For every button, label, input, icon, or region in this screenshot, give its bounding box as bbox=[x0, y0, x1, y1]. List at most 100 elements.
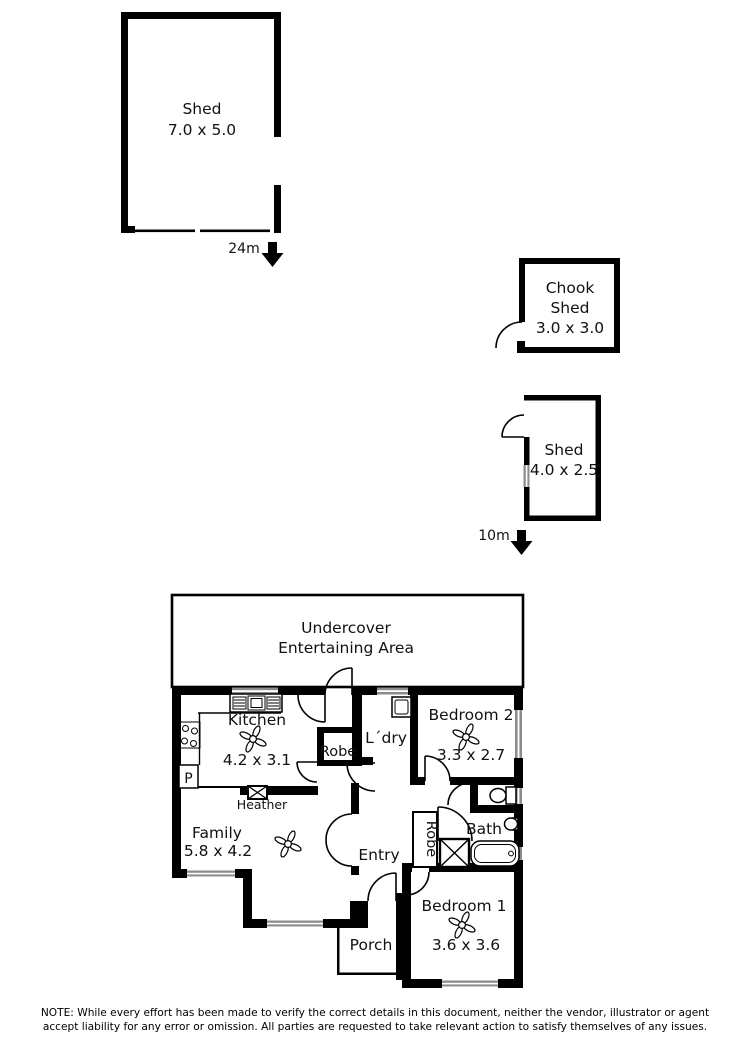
door-arc bbox=[297, 694, 326, 723]
bedroom1-label: Bedroom 1 bbox=[422, 897, 507, 915]
note-line-2: accept liability for any error or omissi… bbox=[43, 1021, 707, 1033]
bedroom1-dims: 3.6 x 3.6 bbox=[432, 936, 500, 954]
door-arc bbox=[501, 414, 525, 438]
wall bbox=[524, 437, 530, 465]
door-arc bbox=[325, 839, 353, 867]
basin-icon bbox=[503, 817, 519, 831]
wall bbox=[243, 919, 267, 928]
family-double-doors bbox=[325, 813, 353, 867]
distance-marker-24m: 24m bbox=[228, 241, 284, 267]
porch-label: Porch bbox=[350, 936, 393, 954]
bedroom1-robe-label: Robe bbox=[423, 821, 439, 857]
porch-outline bbox=[337, 928, 402, 975]
window-stripe bbox=[232, 690, 278, 692]
bath-label: Bath bbox=[466, 820, 502, 838]
wall bbox=[317, 727, 324, 766]
bedroom2-label: Bedroom 2 bbox=[429, 706, 514, 724]
wall bbox=[337, 972, 402, 975]
undercover-outline bbox=[170, 593, 525, 689]
stove-icon bbox=[229, 693, 283, 713]
distance-marker-10m: 10m bbox=[478, 528, 533, 555]
front-door bbox=[367, 872, 397, 902]
wall bbox=[514, 860, 523, 988]
ceiling-fan-icon bbox=[273, 829, 303, 859]
marker-24m-label: 24m bbox=[228, 241, 259, 257]
wc-door bbox=[447, 782, 471, 806]
bedroom2-door bbox=[424, 755, 451, 782]
door-leaf bbox=[517, 341, 525, 353]
disclaimer-note: NOTE: While every effort has been made t… bbox=[41, 1007, 709, 1033]
wall bbox=[350, 901, 368, 928]
wall bbox=[408, 687, 523, 695]
wall bbox=[274, 185, 281, 233]
counter-edge bbox=[198, 786, 240, 788]
wall bbox=[200, 229, 270, 233]
window-stripe bbox=[377, 690, 408, 692]
back-door bbox=[297, 667, 353, 723]
wall bbox=[450, 777, 523, 785]
wall bbox=[614, 258, 620, 353]
bedroom1-robe: Robe bbox=[412, 811, 439, 868]
chook-shed-dims: 3.0 x 3.0 bbox=[536, 319, 604, 337]
bathtub-icon bbox=[470, 840, 520, 867]
wall bbox=[172, 869, 187, 878]
door-arc bbox=[346, 762, 376, 792]
family-label: Family bbox=[192, 824, 242, 842]
marker-10m-label: 10m bbox=[478, 528, 509, 544]
wall bbox=[172, 687, 232, 695]
laundry-trough-icon bbox=[391, 696, 412, 718]
small-shed-label: Shed bbox=[544, 441, 583, 459]
wall bbox=[402, 863, 411, 988]
heater-label: Heather bbox=[237, 797, 288, 812]
wall bbox=[396, 893, 402, 980]
laundry-door bbox=[346, 762, 376, 792]
door-arc bbox=[325, 813, 353, 841]
wall bbox=[519, 258, 525, 322]
wall bbox=[351, 866, 359, 875]
toilet-icon bbox=[489, 786, 517, 805]
kitchen-label: Kitchen bbox=[228, 711, 286, 729]
small-shed: Shed 4.0 x 2.5 bbox=[501, 395, 601, 521]
door-arc bbox=[437, 806, 473, 842]
wall bbox=[524, 395, 601, 401]
undercover-area: Undercover Entertaining Area bbox=[170, 593, 525, 689]
wall bbox=[470, 805, 514, 813]
heater-icon bbox=[247, 785, 268, 800]
bedroom2-dims: 3.3 x 2.7 bbox=[437, 746, 505, 764]
wall bbox=[595, 395, 601, 521]
door-arc bbox=[405, 871, 430, 896]
shower-icon bbox=[438, 837, 471, 869]
door-arc bbox=[296, 761, 318, 783]
wall bbox=[402, 979, 442, 988]
undercover-label-2: Entertaining Area bbox=[278, 639, 414, 657]
laundry-label: L´dry bbox=[365, 729, 407, 747]
down-arrow-icon bbox=[510, 530, 533, 555]
wall bbox=[522, 347, 620, 353]
wall bbox=[337, 928, 340, 975]
door-arc bbox=[495, 321, 523, 349]
chook-shed-label-2: Shed bbox=[550, 299, 589, 317]
wall bbox=[519, 258, 620, 264]
ceiling-fan-icon bbox=[238, 724, 268, 754]
ceiling-fan-icon bbox=[447, 910, 477, 940]
wall bbox=[133, 229, 195, 233]
window-stripe bbox=[442, 982, 498, 985]
wall bbox=[351, 783, 359, 814]
wall bbox=[429, 863, 523, 872]
door-arc bbox=[447, 782, 471, 806]
chook-shed: Chook Shed 3.0 x 3.0 bbox=[495, 258, 620, 353]
wall bbox=[121, 226, 135, 233]
wall bbox=[410, 695, 418, 777]
main-house: P Heather bbox=[172, 667, 523, 988]
wall bbox=[514, 758, 523, 788]
wall bbox=[352, 687, 377, 695]
robe-outline bbox=[412, 811, 438, 868]
note-line-1: NOTE: While every effort has been made t… bbox=[41, 1007, 709, 1019]
wall bbox=[274, 12, 281, 137]
large-shed: Shed 7.0 x 5.0 bbox=[121, 12, 281, 233]
kitchen-dims: 4.2 x 3.1 bbox=[223, 751, 291, 769]
entry-label: Entry bbox=[358, 846, 399, 864]
pantry: P bbox=[178, 764, 199, 789]
family-dims: 5.8 x 4.2 bbox=[184, 842, 252, 860]
